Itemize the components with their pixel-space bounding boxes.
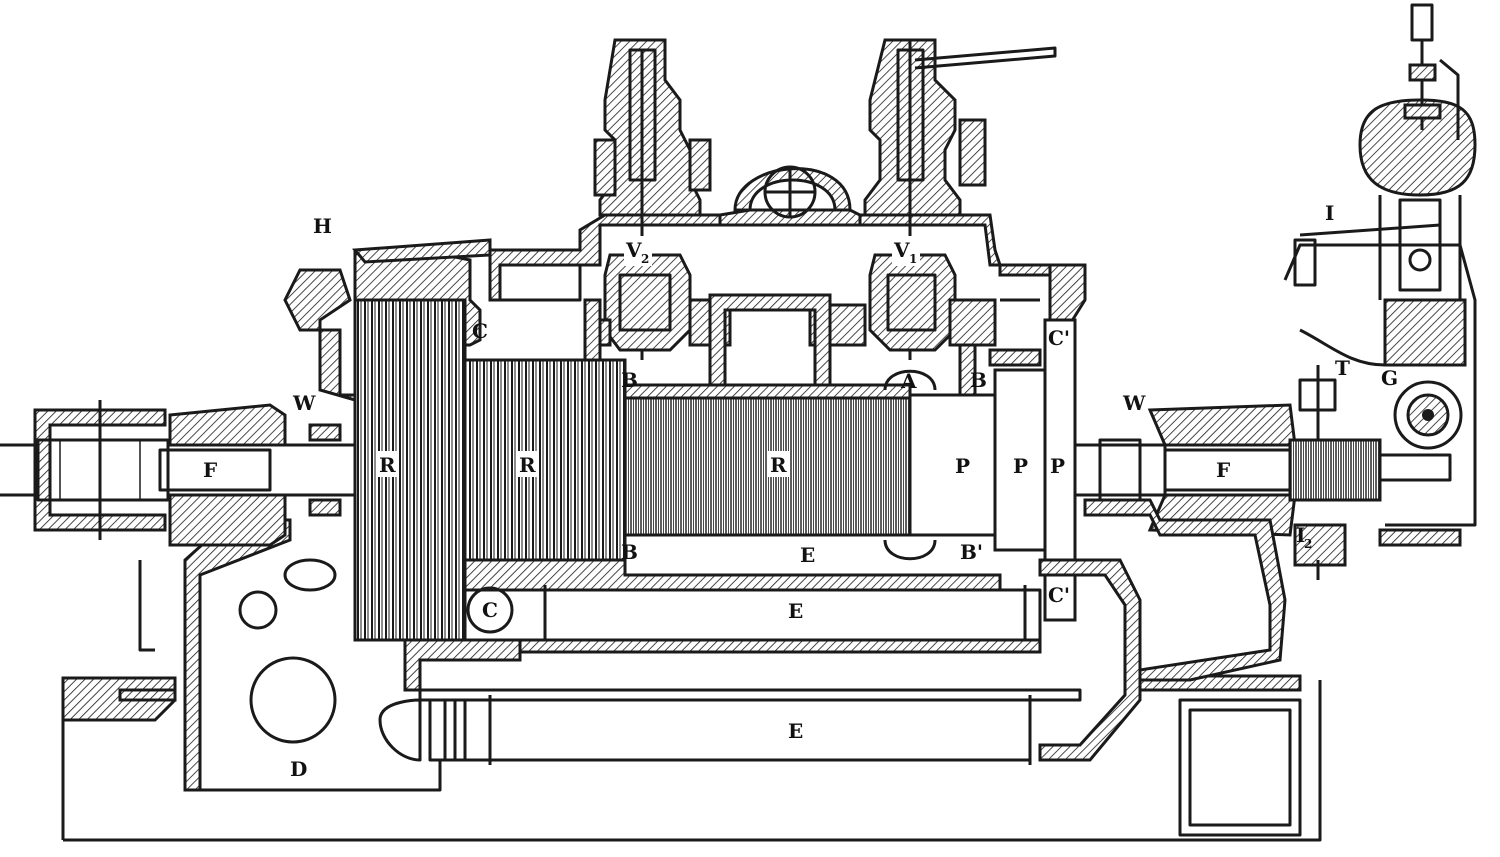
label-v1: V xyxy=(893,238,910,262)
label-v1-sub: 1 xyxy=(909,252,917,266)
left-pedestal xyxy=(118,518,442,792)
label-r2: R xyxy=(519,453,536,477)
label-e1: E xyxy=(800,543,815,567)
label-b-bottom-right: B' xyxy=(960,540,983,564)
valve-v1 xyxy=(808,38,1057,360)
label-v2: V xyxy=(625,238,642,262)
valve-v2 xyxy=(583,38,732,360)
label-w-right: W xyxy=(1122,391,1146,415)
label-p3: P xyxy=(1050,454,1065,478)
governor-wheel xyxy=(733,165,852,219)
oil-valve-i2 xyxy=(1293,365,1347,580)
label-e2: E xyxy=(788,599,803,623)
labels: H W W F F R R R C C C' C' B B B B' A P P… xyxy=(198,201,1398,781)
label-t: T xyxy=(1335,356,1350,380)
label-i2-sub: 2 xyxy=(1304,537,1312,551)
label-c-circle: C xyxy=(482,598,498,622)
label-f-right: F xyxy=(1216,458,1230,482)
label-h: H xyxy=(313,214,332,238)
label-b-top-left: B xyxy=(621,368,638,392)
label-e3: E xyxy=(788,719,803,743)
exhaust-pipes xyxy=(378,498,1287,765)
label-c-right-bottom: C' xyxy=(1048,583,1070,607)
label-w-left: W xyxy=(292,391,316,415)
label-f-left: F xyxy=(203,458,217,482)
label-a: A xyxy=(900,369,917,393)
label-r3: R xyxy=(770,453,787,477)
left-bearing xyxy=(0,400,357,547)
label-c-top-left: C xyxy=(472,319,488,343)
label-r1: R xyxy=(379,453,396,477)
label-c-right-top: C' xyxy=(1048,326,1070,350)
label-i2: I xyxy=(1296,523,1305,547)
label-b-bottom-left: B xyxy=(621,540,638,564)
label-p2: P xyxy=(1013,454,1028,478)
label-d: D xyxy=(290,757,307,781)
label-g: G xyxy=(1381,366,1398,390)
governor-column xyxy=(1283,3,1477,547)
label-v2-sub: 2 xyxy=(641,252,649,266)
label-p1: P xyxy=(955,454,970,478)
label-i: I xyxy=(1325,201,1334,225)
label-b-top-right: B xyxy=(970,368,987,392)
